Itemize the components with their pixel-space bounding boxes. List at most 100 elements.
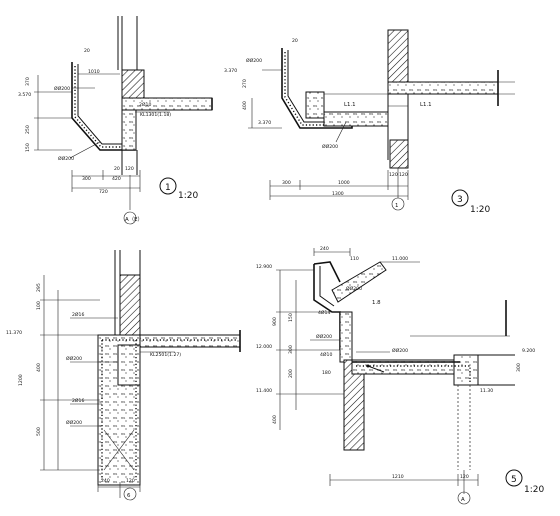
label: ØØ200 <box>246 57 262 64</box>
rebar-line <box>356 365 471 382</box>
dimension-label: 240 <box>101 478 110 484</box>
detail-number-circle <box>451 189 469 207</box>
detail-6: 295 11.370 2Ø16 100 ØØ200 KL2501(1.27) 4… <box>6 250 241 501</box>
beam-section <box>121 109 137 151</box>
level-label: 9.200 <box>522 348 535 354</box>
label: ØØ200 <box>392 347 408 354</box>
axis-bubble <box>391 197 405 211</box>
label: 2Ø16 <box>72 311 84 318</box>
dimension-label: 180 <box>322 370 331 376</box>
dimension-label: 250 <box>25 125 31 134</box>
level-label: 3.570 <box>18 92 31 98</box>
label: 2Ø16 <box>72 397 84 404</box>
leader-line <box>367 365 385 373</box>
axis-bubble <box>457 491 471 505</box>
beam-label: KL1301(1.18) <box>140 112 171 118</box>
dimension-label: 1300 <box>332 191 344 197</box>
wall-hatch <box>389 139 409 169</box>
beam-label: KL2501(1.27) <box>150 352 181 358</box>
label: ØØ200 <box>54 85 70 92</box>
dimension-label: 400 <box>272 415 278 424</box>
wall-hatch <box>387 29 409 83</box>
dimension-label: 150 <box>288 313 294 322</box>
brick-wall <box>119 274 141 336</box>
dimension-label: 900 <box>272 317 278 326</box>
label: ØØ200 <box>316 333 332 340</box>
beam-bottom <box>323 111 389 127</box>
dimension-label: 200 <box>288 369 294 378</box>
axis-label: A <box>461 497 465 503</box>
dimension-label: 20 <box>114 166 120 172</box>
dimension-label: 120 <box>399 172 408 178</box>
dimension-label: 400 <box>242 101 248 110</box>
sloped-roof <box>331 261 387 303</box>
dimension-label: 120 <box>460 474 469 480</box>
detail-5: 12.900 240 110 11.000 ØØ200 900 150 4Ø14… <box>256 246 544 505</box>
slab <box>121 97 213 111</box>
dimension-label: 120 <box>389 172 398 178</box>
dimension-label: 1200 <box>18 374 24 386</box>
level-label: 11.000 <box>392 256 408 262</box>
level-label: 3.370 <box>258 120 271 126</box>
dimension-label: 150 <box>25 143 31 152</box>
label: 1.8 <box>372 300 381 306</box>
dimension-label: 120 <box>125 166 134 172</box>
label: 4Ø10 <box>320 351 332 358</box>
beam-label: L1.1 <box>344 102 356 108</box>
label: 20 <box>84 48 90 54</box>
dimension-label: 500 <box>36 427 42 436</box>
parapet <box>339 311 353 363</box>
detail-number: 3 <box>457 195 463 205</box>
dimension-label: 300 <box>282 180 291 186</box>
level-label: 11.400 <box>256 388 272 394</box>
beam-section <box>117 344 141 386</box>
dimension-label: 720 <box>99 189 108 195</box>
brick-wall <box>121 69 145 99</box>
dimension-label: 100 <box>36 301 42 310</box>
level-label: 12.900 <box>256 264 272 270</box>
axis-label: A（E） <box>125 216 143 223</box>
level-label: 11.370 <box>6 330 22 336</box>
gutter-inner <box>77 64 130 145</box>
axis-bubble <box>123 211 137 225</box>
beam-section <box>305 91 325 119</box>
level-label: 12.000 <box>256 344 272 350</box>
axis-label: 1 <box>395 203 398 209</box>
detail-number-circle <box>159 177 177 195</box>
slab <box>139 334 241 348</box>
dimension-label: 1000 <box>338 180 350 186</box>
label: 2Ø10 <box>139 101 151 108</box>
dimension-label: 300 <box>288 345 294 354</box>
dimension-label: 400 <box>36 363 42 372</box>
dimension-label: 240 <box>320 246 329 252</box>
opening-cross <box>103 429 135 471</box>
label: ØØ200 <box>66 419 82 426</box>
label: 4Ø14 <box>318 309 330 316</box>
detail-number: 1 <box>165 183 171 193</box>
axis-bubble <box>123 487 137 501</box>
detail-1: 20 1010 ØØ200 3.570 370 250 2Ø10 KL1301(… <box>18 16 213 225</box>
leader-line <box>69 141 101 159</box>
dimension-label: 300 <box>516 363 522 372</box>
wall-section <box>97 334 141 486</box>
level-label: 3.370 <box>224 68 237 74</box>
dimension-label: 1210 <box>392 474 404 480</box>
detail-3: 20 ØØ200 3.370 400 270 3.370 L1.1 L1.1 Ø… <box>224 29 515 215</box>
detail-number-circle <box>505 469 523 487</box>
detail-number: 5 <box>511 475 517 485</box>
gutter-inner <box>319 266 335 307</box>
label: 11.30 <box>480 388 493 394</box>
label: ØØ200 <box>346 285 362 292</box>
label: ØØ200 <box>58 155 74 162</box>
dimension-label: 295 <box>36 283 42 292</box>
label: ØØ200 <box>66 355 82 362</box>
dimension-label: 420 <box>112 176 121 182</box>
detail-scale: 1:20 <box>470 205 490 215</box>
label: ØØ200 <box>322 143 338 150</box>
axis-label: 6 <box>127 493 131 499</box>
dimension-label: 270 <box>242 79 248 88</box>
gutter-lip <box>313 261 341 283</box>
leader-line <box>335 121 347 143</box>
detail-scale: 1:20 <box>524 485 544 495</box>
